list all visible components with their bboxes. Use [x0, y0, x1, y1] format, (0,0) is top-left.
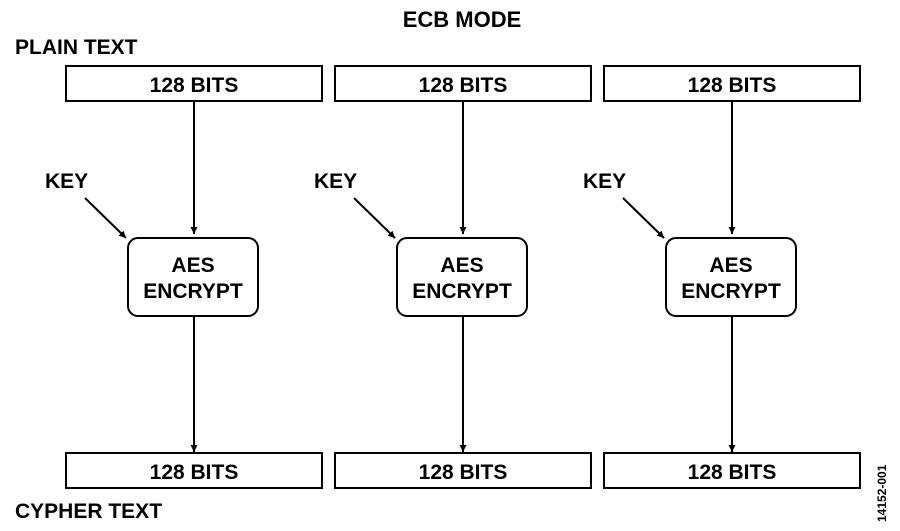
ciphertext-box [603, 452, 861, 489]
ciphertext-label: 128 BITS [150, 461, 239, 484]
plain-text-label: PLAIN TEXT [15, 36, 138, 59]
encrypt-label: ENCRYPT [412, 280, 512, 303]
diagram-title: ECB MODE [403, 7, 522, 32]
plaintext-box [334, 65, 592, 102]
plaintext-box [65, 65, 323, 102]
ecb-block-2: 128 BITS KEY AES ENCRYPT 128 BITS [314, 65, 592, 489]
key-arrow [353, 197, 396, 239]
aes-label: AES [440, 254, 483, 277]
ecb-block-1: 128 BITS KEY AES ENCRYPT 128 BITS [45, 65, 323, 489]
key-label: KEY [314, 170, 357, 193]
encrypt-label: ENCRYPT [681, 280, 781, 303]
plaintext-label: 128 BITS [150, 74, 239, 97]
ciphertext-box [65, 452, 323, 489]
aes-encrypt-box [665, 237, 797, 317]
ciphertext-label: 128 BITS [688, 461, 777, 484]
key-arrow [622, 197, 665, 239]
aes-encrypt-box [127, 237, 259, 317]
aes-label: AES [171, 254, 214, 277]
encrypt-label: ENCRYPT [143, 280, 243, 303]
ciphertext-label: 128 BITS [419, 461, 508, 484]
aes-encrypt-box [396, 237, 528, 317]
plaintext-label: 128 BITS [419, 74, 508, 97]
figure-id-label: 14152-001 [875, 464, 889, 522]
key-label: KEY [45, 170, 88, 193]
ciphertext-box [334, 452, 592, 489]
plaintext-label: 128 BITS [688, 74, 777, 97]
key-label: KEY [583, 170, 626, 193]
ecb-block-3: 128 BITS KEY AES ENCRYPT 128 BITS [583, 65, 861, 489]
cypher-text-label: CYPHER TEXT [15, 500, 162, 523]
aes-label: AES [709, 254, 752, 277]
plaintext-box [603, 65, 861, 102]
key-arrow [84, 197, 127, 239]
